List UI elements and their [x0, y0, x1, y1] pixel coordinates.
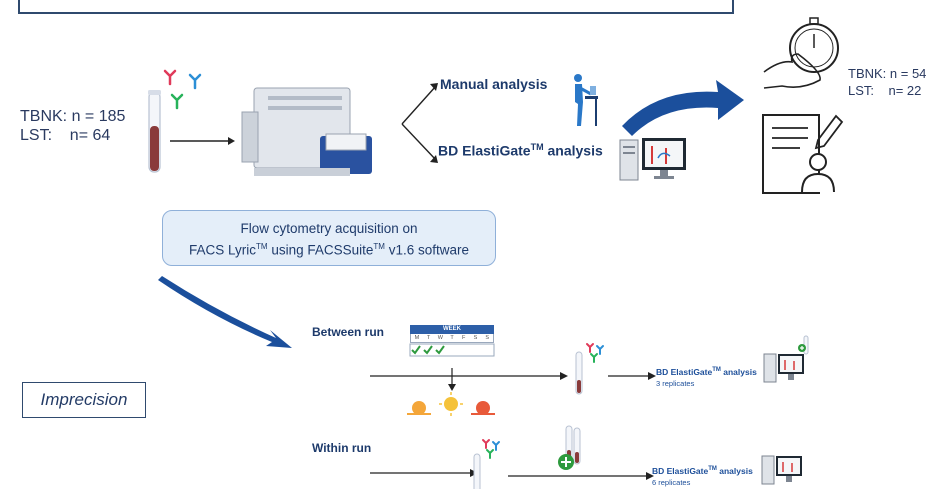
tube-icon: [575, 343, 604, 395]
acquisition-box: Flow cytometry acquisition on FACS Lyric…: [162, 210, 496, 266]
tube-icon: [473, 439, 500, 489]
antibody-icon: [163, 69, 202, 110]
between-replicates: 3 replicates: [656, 379, 695, 388]
between-run-label: Between run: [312, 325, 385, 339]
acquisition-line2: FACS LyricTM using FACSSuiteTM v1.6 soft…: [189, 242, 469, 258]
calendar-day: S: [485, 335, 489, 341]
calendar-day: M: [414, 335, 420, 341]
plus-icon: [558, 425, 581, 470]
calendar-day: S: [473, 335, 478, 341]
computer-icon: [761, 455, 802, 485]
cytometer-icon: [241, 87, 372, 176]
within-run-label: Within run: [312, 441, 372, 455]
standing-desk-icon: [574, 74, 598, 126]
tube-icon: [148, 90, 161, 173]
down-arrow: [448, 368, 456, 391]
document-person-icon: [762, 114, 844, 194]
acquisition-line1: Flow cytometry acquisition on: [240, 221, 418, 236]
header-frame: [18, 0, 734, 14]
within-analysis-label: BD ElastiGateTM analysis: [652, 466, 753, 476]
arrow-to-cytometer: [170, 137, 235, 145]
diagonal-arrow: [158, 276, 292, 348]
imprecision-label: Imprecision: [22, 382, 146, 418]
cohort-tbnk: TBNK: n = 185: [20, 108, 126, 125]
computer-icon: [619, 138, 686, 181]
curved-arrow: [622, 80, 744, 136]
stopwatch-icon: [763, 17, 839, 89]
fork-arrows: [401, 83, 438, 163]
calendar-days: M T W T F S S: [410, 334, 494, 343]
calendar-day: W: [437, 335, 443, 341]
cohort-lst: LST: n= 64: [20, 127, 111, 144]
arrow-to-between-analysis: [608, 372, 656, 380]
within-replicates: 6 replicates: [652, 478, 691, 487]
elastigate-analysis-label: BD ElastiGateTM analysis: [438, 142, 603, 159]
calendar-day: T: [426, 335, 431, 341]
result-tbnk: TBNK: n = 54: [848, 66, 927, 81]
sun-icon: [407, 392, 495, 416]
calendar-day: T: [450, 335, 454, 341]
between-analysis-label: BD ElastiGateTM analysis: [656, 367, 757, 377]
result-lst: LST: n= 22: [848, 83, 922, 98]
arrow-to-within-analysis: [508, 472, 654, 480]
calendar-icon: WEEK M T W T F S S: [409, 325, 495, 361]
manual-analysis-label: Manual analysis: [440, 76, 548, 92]
computer-icon: [763, 335, 809, 383]
within-run-arrow: [370, 469, 478, 477]
calendar-day: F: [462, 335, 466, 341]
calendar-checks: [409, 343, 495, 357]
between-run-arrow: [370, 372, 568, 380]
